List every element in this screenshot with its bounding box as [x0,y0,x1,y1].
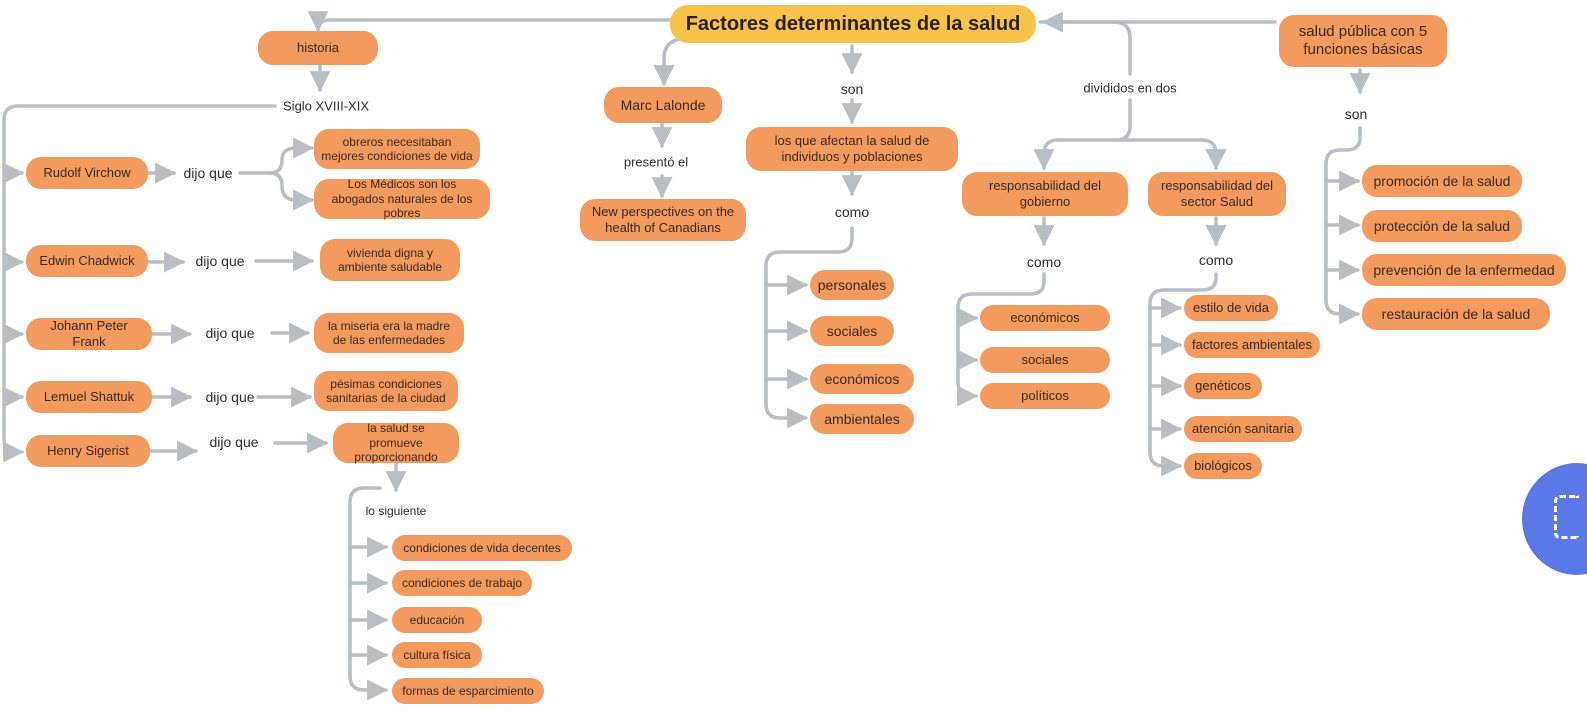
connector [1033,98,1132,171]
salud-publica-node[interactable]: salud pública con 5 funciones básicas [1279,15,1447,67]
sociales-node[interactable]: sociales [810,316,894,346]
edwin-chadwick-node[interactable]: Edwin Chadwick [26,245,148,277]
proteccion-node[interactable]: protección de la salud [1362,210,1522,242]
prevencion-node[interactable]: prevención de la enfermedad [1362,254,1566,286]
marc-lalonde-node[interactable]: Marc Lalonde [604,87,722,123]
divididos-label: divididos en dos [1083,80,1177,96]
bracket-icon [1554,495,1579,539]
siglo-label: Siglo XVIII-XIX [283,98,369,114]
sociales-node[interactable]: sociales [980,347,1110,373]
son-label: son [1344,106,1368,122]
connector [956,272,1046,407]
lemuel-shattuk-node[interactable]: Lemuel Shattuk [26,381,152,413]
formas-esparcimiento-node[interactable]: formas de esparcimiento [392,678,544,704]
como-label: como [1198,252,1234,268]
lo-siguiente-label: lo siguiente [365,504,427,518]
henry-sigerist-node[interactable]: Henry Sigerist [26,435,150,467]
obreros-node[interactable]: obreros necesitaban mejores condiciones … [314,129,480,169]
atencion-sanitaria-node[interactable]: atención sanitaria [1184,416,1302,442]
son-label: son [840,81,864,97]
cultura-fisica-node[interactable]: cultura física [392,642,482,668]
new-perspectives-node[interactable]: New perspectives on the health of Canadi… [580,199,746,241]
connector [307,11,672,33]
responsabilidad-gobierno-node[interactable]: responsabilidad del gobierno [962,172,1128,216]
dijo-que-label: dijo que [195,253,245,269]
biologicos-node[interactable]: biológicos [1184,453,1262,479]
presento-label: presentó el [623,154,689,170]
restauracion-node[interactable]: restauración de la salud [1362,298,1550,330]
connector [238,137,315,175]
como-label: como [1026,254,1062,270]
connector [2,104,277,463]
connector [348,486,389,701]
geneticos-node[interactable]: genéticos [1184,373,1262,399]
dijo-que-label: dijo que [209,434,259,450]
dijo-que-label: dijo que [205,325,255,341]
promueve-node[interactable]: la salud se promueve proporcionando [333,421,459,464]
historia-node[interactable]: historia [258,31,378,65]
educacion-node[interactable]: educación [392,607,482,633]
dijo-que-label: dijo que [183,165,233,181]
economicos-node[interactable]: económicos [810,364,914,394]
condiciones-trabajo-node[interactable]: condiciones de trabajo [392,570,532,596]
root-node[interactable]: Factores determinantes de la salud [670,5,1036,43]
connector [764,226,854,429]
factores-ambientales-node[interactable]: factores ambientales [1184,332,1320,358]
personales-node[interactable]: personales [810,270,894,300]
connector [268,171,315,211]
connector [1148,272,1218,477]
connector [1038,20,1132,76]
vivienda-node[interactable]: vivienda digna y ambiente saludable [320,239,460,281]
estilo-vida-node[interactable]: estilo de vida [1184,295,1278,321]
rudolf-virchow-node[interactable]: Rudolf Virchow [26,157,148,189]
medicos-node[interactable]: Los Médicos son los abogados naturales d… [314,177,490,220]
pesimas-node[interactable]: pésimas condiciones sanitarias de la ciu… [314,371,458,411]
condiciones-vida-node[interactable]: condiciones de vida decentes [392,535,572,561]
responsabilidad-sector-node[interactable]: responsabilidad del sector Salud [1148,172,1286,216]
economicos-node[interactable]: económicos [980,305,1110,331]
afectan-node[interactable]: los que afectan la salud de individuos y… [746,127,958,171]
connector [653,36,692,87]
ambientales-node[interactable]: ambientales [810,404,914,434]
connector [1114,138,1227,171]
connector [1324,126,1362,325]
johann-peter-frank-node[interactable]: Johann Peter Frank [26,318,152,350]
politicos-node[interactable]: políticos [980,383,1110,409]
miseria-node[interactable]: la miseria era la madre de las enfermeda… [314,313,464,353]
como-label: como [834,204,870,220]
promocion-node[interactable]: promoción de la salud [1362,165,1522,197]
dijo-que-label: dijo que [205,389,255,405]
